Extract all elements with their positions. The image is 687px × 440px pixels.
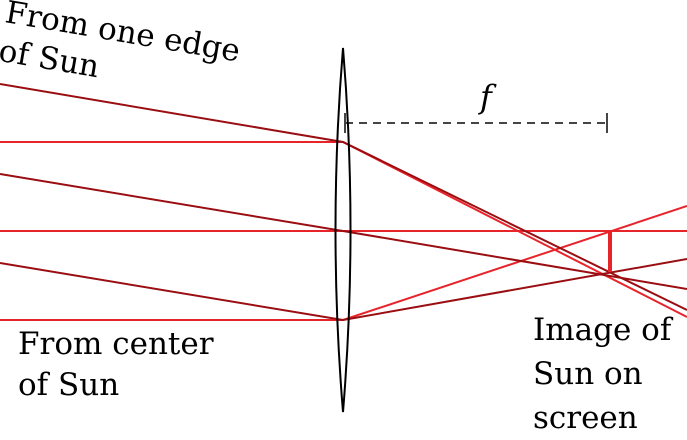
focal-length-marker — [344, 113, 608, 133]
image-label-line2: Sun on — [533, 356, 643, 392]
edge-ray-middle — [0, 173, 687, 290]
edge-rays — [0, 83, 687, 322]
center-label-line1: From center — [18, 326, 214, 362]
edge-of-sun-label: From one edge of Sun — [0, 0, 243, 85]
edge-ray-bottom — [0, 258, 687, 322]
image-label-line1: Image of — [533, 312, 674, 348]
edge-ray-top — [0, 83, 687, 311]
center-ray-bottom — [0, 205, 687, 321]
center-ray-top — [0, 141, 687, 318]
center-label-line2: of Sun — [18, 367, 119, 403]
focal-length-label: f — [478, 78, 497, 116]
image-label-line3: screen — [533, 400, 638, 436]
converging-lens — [334, 47, 352, 413]
